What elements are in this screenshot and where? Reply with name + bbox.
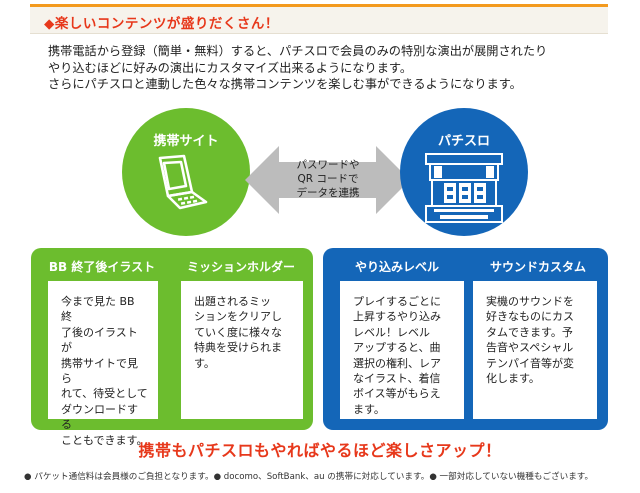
section-title: ◆楽しいコンテンツが盛りだくさん！ [44,16,279,32]
feature-title: ミッションホルダー [186,260,295,274]
mobile-site-circle: 携帯サイト [122,108,250,236]
intro-text: 携帯電話から登録（簡単・無料）すると、パチスロで会員のみの特別な演出が展開された… [48,43,618,93]
intro-line: やり込むほどに好みの演出にカスタマイズ出来るようになります。 [48,60,413,75]
feature-line: テンパイ音等が変 [486,356,574,370]
feature-line: こともできます。 [61,433,148,447]
feature-line: ていく度に様々な [194,325,282,339]
feature-line: 好きなものにカス [486,310,574,324]
arrow-caption-line: データを連携 [296,187,360,199]
feature-line: タムできます。予 [486,325,573,339]
feature-title: サウンドカスタム [489,260,586,274]
feature-card: プレイするごとに 上昇するやり込み レベル！レベル アップすると、曲 選択の権利… [340,281,464,419]
feature-line: ションをクリアし [194,310,282,324]
slogan: 携帯もパチスロもやればやるほど楽しさアップ！ [138,441,502,460]
arrow-caption: パスワードや QR コードで データを連携 [268,158,388,200]
feature-line: 了後のイラストが [61,325,138,355]
intro-line: 携帯電話から登録（簡単・無料）すると、パチスロで会員のみの特別な演出が展開された… [48,44,548,58]
mobile-phone-icon [158,154,208,210]
feature-line: 選択の権利、レア [353,356,441,370]
section-header: ◆楽しいコンテンツが盛りだくさん！ [30,4,608,34]
feature-line: 携帯サイトで見ら [61,356,138,386]
feature-line: れて、待受として [61,387,148,401]
feature-line: ます。 [353,402,385,416]
feature-line: アップすると、曲 [353,341,441,355]
data-link-arrow [245,146,410,214]
feature-line: 今まで見た BB 終 [61,295,135,324]
feature-line: す。 [194,356,215,370]
pachislot-circle: パチスロ [400,108,528,236]
feature-line: なイラスト、着信 [353,372,441,386]
mobile-features-panel: BB 終了後イラスト 今まで見た BB 終 了後のイラストが 携帯サイトで見ら … [31,248,313,447]
arrow-caption-line: QR コードで [297,173,359,185]
slot-machine-icon [425,153,503,223]
feature-line: 化します。 [486,372,540,386]
feature-card: 出題されるミッ ションをクリアし ていく度に様々な 特典を受けられま す。 [181,281,303,419]
feature-title: BB 終了後イラスト [48,260,156,274]
feature-line: 実機のサウンドを [486,295,574,308]
feature-line: レベル！レベル [353,325,430,339]
feature-line: ボイス等がもらえ [353,387,441,401]
pachislot-label: パチスロ [437,134,490,149]
feature-line: 出題されるミッ [194,295,271,308]
feature-line: 告音やスペシャル [486,341,574,355]
feature-line: プレイするごとに [353,295,441,308]
footnote: ● パケット通信料は会員様のご負担となります。● docomo、SoftBank… [24,472,594,482]
arrow-caption-line: パスワードや [296,159,360,171]
feature-card: 今まで見た BB 終 了後のイラストが 携帯サイトで見ら れて、待受として ダウ… [48,281,158,447]
mobile-site-label: 携帯サイト [153,134,219,149]
feature-card: 実機のサウンドを 好きなものにカス タムできます。予 告音やスペシャル テンパイ… [473,281,597,419]
feature-title: やり込みレベル [354,260,439,274]
feature-line: 特典を受けられま [194,341,282,355]
feature-line: ダウンロードする [61,402,138,432]
pachislot-features-panel: やり込みレベル プレイするごとに 上昇するやり込み レベル！レベル アップすると… [323,248,608,430]
feature-line: 上昇するやり込み [353,310,441,324]
intro-line: さらにパチスロと連動した色々な携帯コンテンツを楽しむ事ができるようになります。 [48,77,522,91]
